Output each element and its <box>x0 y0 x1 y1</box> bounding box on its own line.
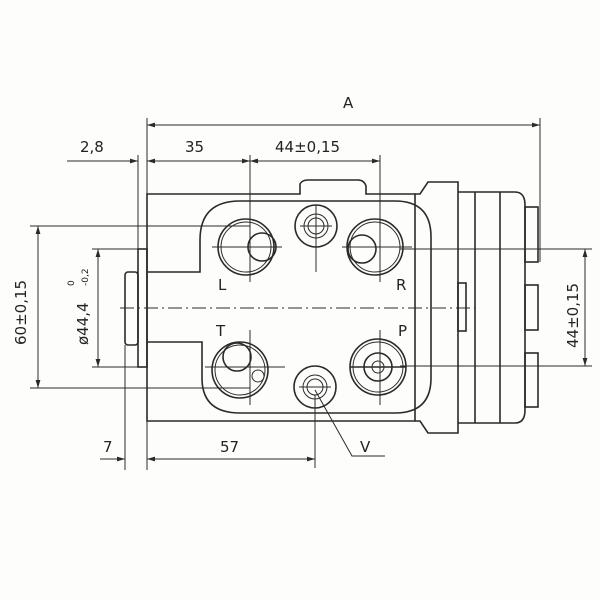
port-r-label: R <box>396 276 406 294</box>
port-p-label: P <box>398 322 407 340</box>
dim-offset-label: 2,8 <box>80 138 104 156</box>
stud-middle <box>524 284 539 331</box>
port-r <box>342 212 412 282</box>
fitting-top <box>294 204 338 272</box>
dim-pilot-length-label: 7 <box>103 438 113 456</box>
dim-mounting-spacing-label: 60±0,15 <box>12 280 30 345</box>
dimension-lines <box>35 122 588 462</box>
dim-port-offset-label: 35 <box>185 138 204 156</box>
extension-lines <box>30 118 592 470</box>
port-t <box>205 330 285 405</box>
dim-right-spacing-label: 44±0,15 <box>564 283 582 348</box>
dim-a-label: A <box>343 94 354 112</box>
dim-pilot-tol-lower: -0,2 <box>81 268 91 286</box>
stud-top <box>524 206 539 263</box>
valve-body <box>120 179 539 434</box>
stud-bottom <box>524 352 539 408</box>
port-p <box>349 330 407 405</box>
side-lug <box>457 282 467 332</box>
port-l-label: L <box>218 276 227 294</box>
port-t-label: T <box>215 322 226 340</box>
port-l <box>212 212 282 282</box>
dim-pilot-tol-upper: 0 <box>67 280 77 286</box>
dim-port-spacing-label: 44±0,15 <box>275 138 340 156</box>
dim-pilot-diameter-label: ø44,4 <box>74 302 92 345</box>
v-leader-line <box>314 389 385 457</box>
dim-v-offset-label: 57 <box>220 438 239 456</box>
fitting-v <box>293 365 337 409</box>
port-v-label: V <box>360 438 371 456</box>
